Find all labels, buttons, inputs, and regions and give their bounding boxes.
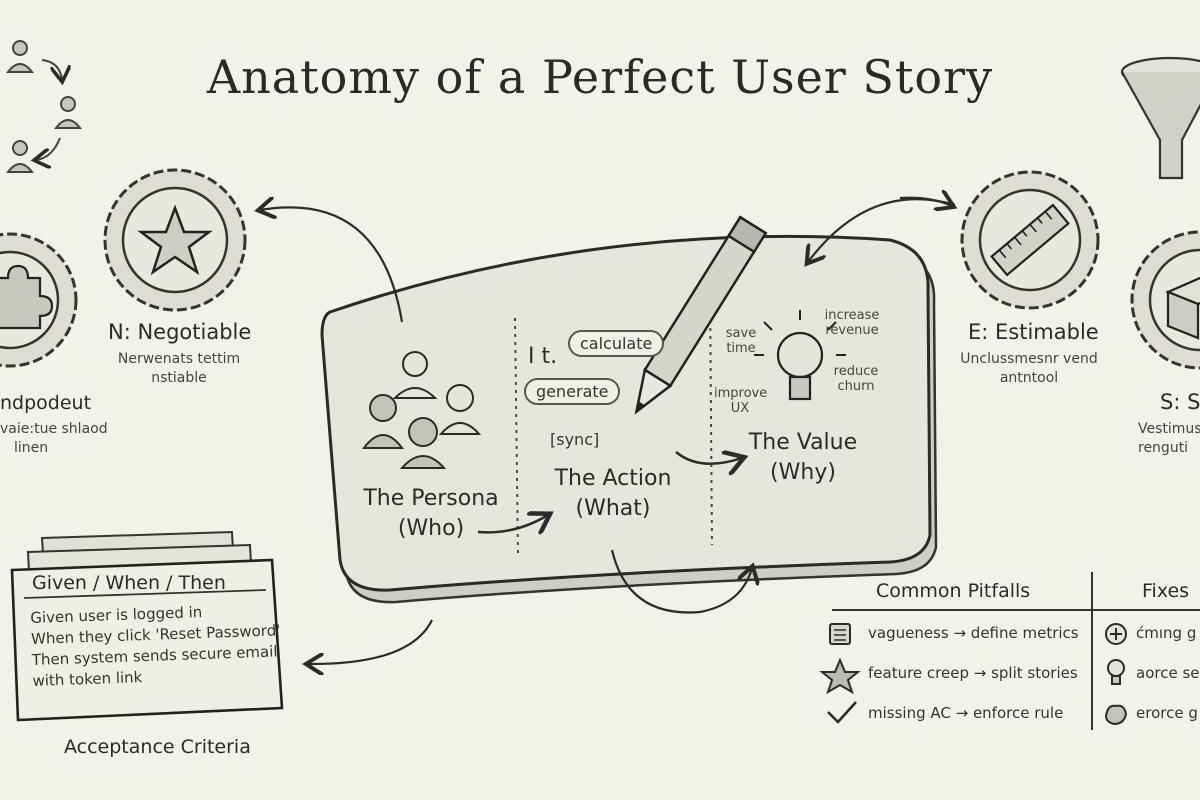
estimable-badge — [960, 170, 1100, 310]
estimable-sub-line-2: antntool — [999, 370, 1059, 386]
pitfalls-header: Common Pitfalls — [876, 580, 1031, 602]
pitfall-row-3: missing AC → enforce rule — [868, 704, 1064, 722]
independent-subtitle: vaie:tue shlaod linen — [0, 420, 108, 458]
negotiable-title: N: Negotiable — [108, 320, 252, 344]
independent-sub-line-2: linen — [14, 440, 49, 456]
action-bracket-sync: [sync] — [550, 430, 600, 449]
lightbulb-icon — [754, 310, 846, 401]
small-title: S: S — [1160, 390, 1200, 414]
pitfalls-table-lines — [832, 572, 1200, 730]
hand-icon — [1104, 704, 1128, 726]
ac-caption: Acceptance Criteria — [64, 736, 251, 758]
estimable-subtitle: Unclussmesnr vend antntool — [944, 350, 1114, 388]
value-save-time: save time — [716, 326, 766, 356]
small-subtitle: Vestimus renguti — [1138, 420, 1200, 458]
action-bubble-calculate: calculate — [568, 330, 665, 357]
star-icon — [819, 657, 861, 695]
funnel-icon — [1120, 56, 1200, 180]
team-cycle-icon — [5, 40, 83, 173]
value-increase-revenue-text: increase revenue — [824, 308, 880, 338]
page-title: Anatomy of a Perfect User Story — [206, 50, 994, 104]
pitfall-row-1: vagueness → define metrics — [868, 624, 1079, 642]
value-improve-ux-text: improve UX — [714, 386, 768, 416]
estimable-sub-line-1: Unclussmesnr vend — [960, 351, 1098, 367]
plus-circle-icon — [1105, 623, 1127, 645]
persona-label: The Persona (Who) — [363, 486, 499, 541]
pitfall-row-2: feature creep → split stories — [868, 664, 1078, 682]
ac-card-body: Given user is logged in When they click … — [30, 599, 282, 692]
persona-people-icon — [362, 351, 482, 469]
box-icon — [1165, 276, 1200, 340]
negotiable-sub-line-1: Nerwenats tettim — [117, 351, 241, 367]
negotiable-badge — [103, 168, 247, 312]
story-card-stack — [320, 234, 938, 604]
small-sub-line-2: renguti — [1138, 440, 1189, 456]
action-prefix: I t. — [528, 344, 558, 369]
value-increase-revenue: increase revenue — [820, 308, 884, 338]
acceptance-criteria-cards — [10, 530, 284, 722]
independent-sub-line-1: vaie:tue shlaod — [0, 421, 108, 437]
value-label: The Value (Why) — [748, 430, 858, 485]
small-badge — [1130, 230, 1200, 370]
negotiable-subtitle: Nerwenats tettim nstiable — [104, 350, 254, 388]
independent-badge — [0, 232, 78, 368]
star-icon — [137, 204, 213, 276]
negotiable-sub-line-2: nstiable — [151, 370, 207, 386]
independent-title: ndpodeut — [0, 392, 92, 414]
ac-card-heading: Given / When / Then — [32, 572, 226, 594]
arrow-card-to-pitfalls — [610, 549, 752, 614]
fix-row-1: ćmıng g — [1136, 624, 1197, 642]
estimable-title: E: Estimable — [968, 320, 1099, 344]
fix-row-2: aorce se — [1136, 664, 1200, 682]
arrow-value-to-estimable — [899, 198, 952, 206]
pencil-icon — [634, 215, 768, 415]
fixes-header: Fixes — [1142, 580, 1190, 602]
fix-row-3: erorce g — [1136, 704, 1198, 722]
check-icon — [827, 701, 857, 724]
value-reduce-churn-text: reduce churn — [833, 364, 879, 394]
value-save-time-text: save time — [725, 326, 757, 356]
arrow-action-to-value — [675, 452, 742, 464]
value-reduce-churn: reduce churn — [826, 364, 886, 394]
lightbulb-icon — [1107, 659, 1125, 685]
arrow-to-negotiable — [260, 207, 404, 323]
ruler-icon — [990, 203, 1070, 277]
action-label: The Action (What) — [554, 466, 672, 521]
value-improve-ux: improve UX — [714, 386, 768, 416]
arrow-persona-to-action — [477, 515, 548, 532]
list-icon — [829, 623, 851, 645]
action-bubble-generate: generate — [524, 378, 621, 405]
puzzle-icon — [0, 264, 54, 330]
arrow-card-to-ac — [308, 619, 433, 664]
small-sub-line-1: Vestimus — [1138, 421, 1200, 437]
